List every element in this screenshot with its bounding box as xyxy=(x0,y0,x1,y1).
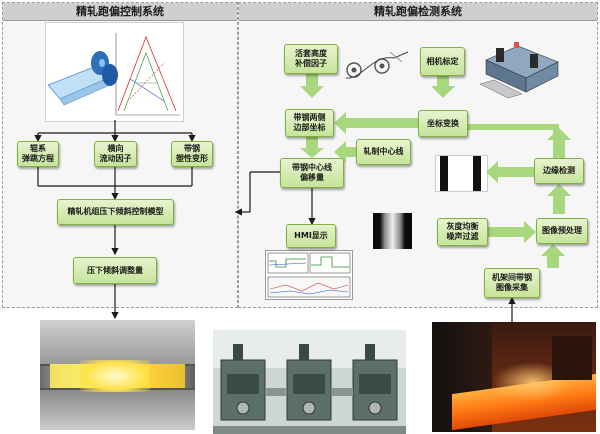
camera-calibration-box: 相机标定 xyxy=(420,47,465,76)
rolling-simulation-graphic xyxy=(45,22,184,122)
hmi-display-box: HMI显示 xyxy=(286,224,336,248)
edge-detection-image xyxy=(435,155,488,192)
edge-detection-box: 边缘检测 xyxy=(534,158,584,184)
detection-system-title: 精轧跑偏检测系统 xyxy=(239,3,597,21)
grayscale-strip-image xyxy=(373,213,412,249)
edge-coordinates-box: 带钢两侧 边部坐标 xyxy=(285,109,334,137)
roll-spring-equation-box: 辊系 弹跳方程 xyxy=(17,141,59,167)
hmi-screen-image xyxy=(265,250,353,300)
tilt-control-model-box: 精轧机组压下倾斜控制模型 xyxy=(57,199,174,225)
tilt-adjustment-box: 压下倾斜调整量 xyxy=(73,257,157,284)
strip-center-offset-box: 带钢中心线 偏移量 xyxy=(280,158,344,188)
plastic-deformation-box: 带钢 塑性变形 xyxy=(171,141,213,167)
gray-equalization-box: 灰度均衡 噪声过滤 xyxy=(437,218,488,246)
mill-stands-photo xyxy=(213,330,406,434)
hot-strip-photo xyxy=(432,322,596,432)
image-acquisition-box: 机架间带钢 图像采集 xyxy=(484,268,540,298)
image-preprocess-box: 图像预处理 xyxy=(536,218,588,244)
roll-gap-strip-photo xyxy=(40,320,195,430)
mill-stand-3d-model xyxy=(478,40,562,106)
control-system-title: 精轧跑偏控制系统 xyxy=(3,3,237,21)
lateral-flow-factor-box: 横向 流动因子 xyxy=(94,141,137,167)
looper-compensation-box: 活套高度 补偿因子 xyxy=(284,44,338,74)
rolling-centerline-box: 轧制中心线 xyxy=(356,139,411,165)
coordinate-transform-box: 坐标变换 xyxy=(418,110,468,137)
camera-sensor-graphic xyxy=(342,48,412,84)
